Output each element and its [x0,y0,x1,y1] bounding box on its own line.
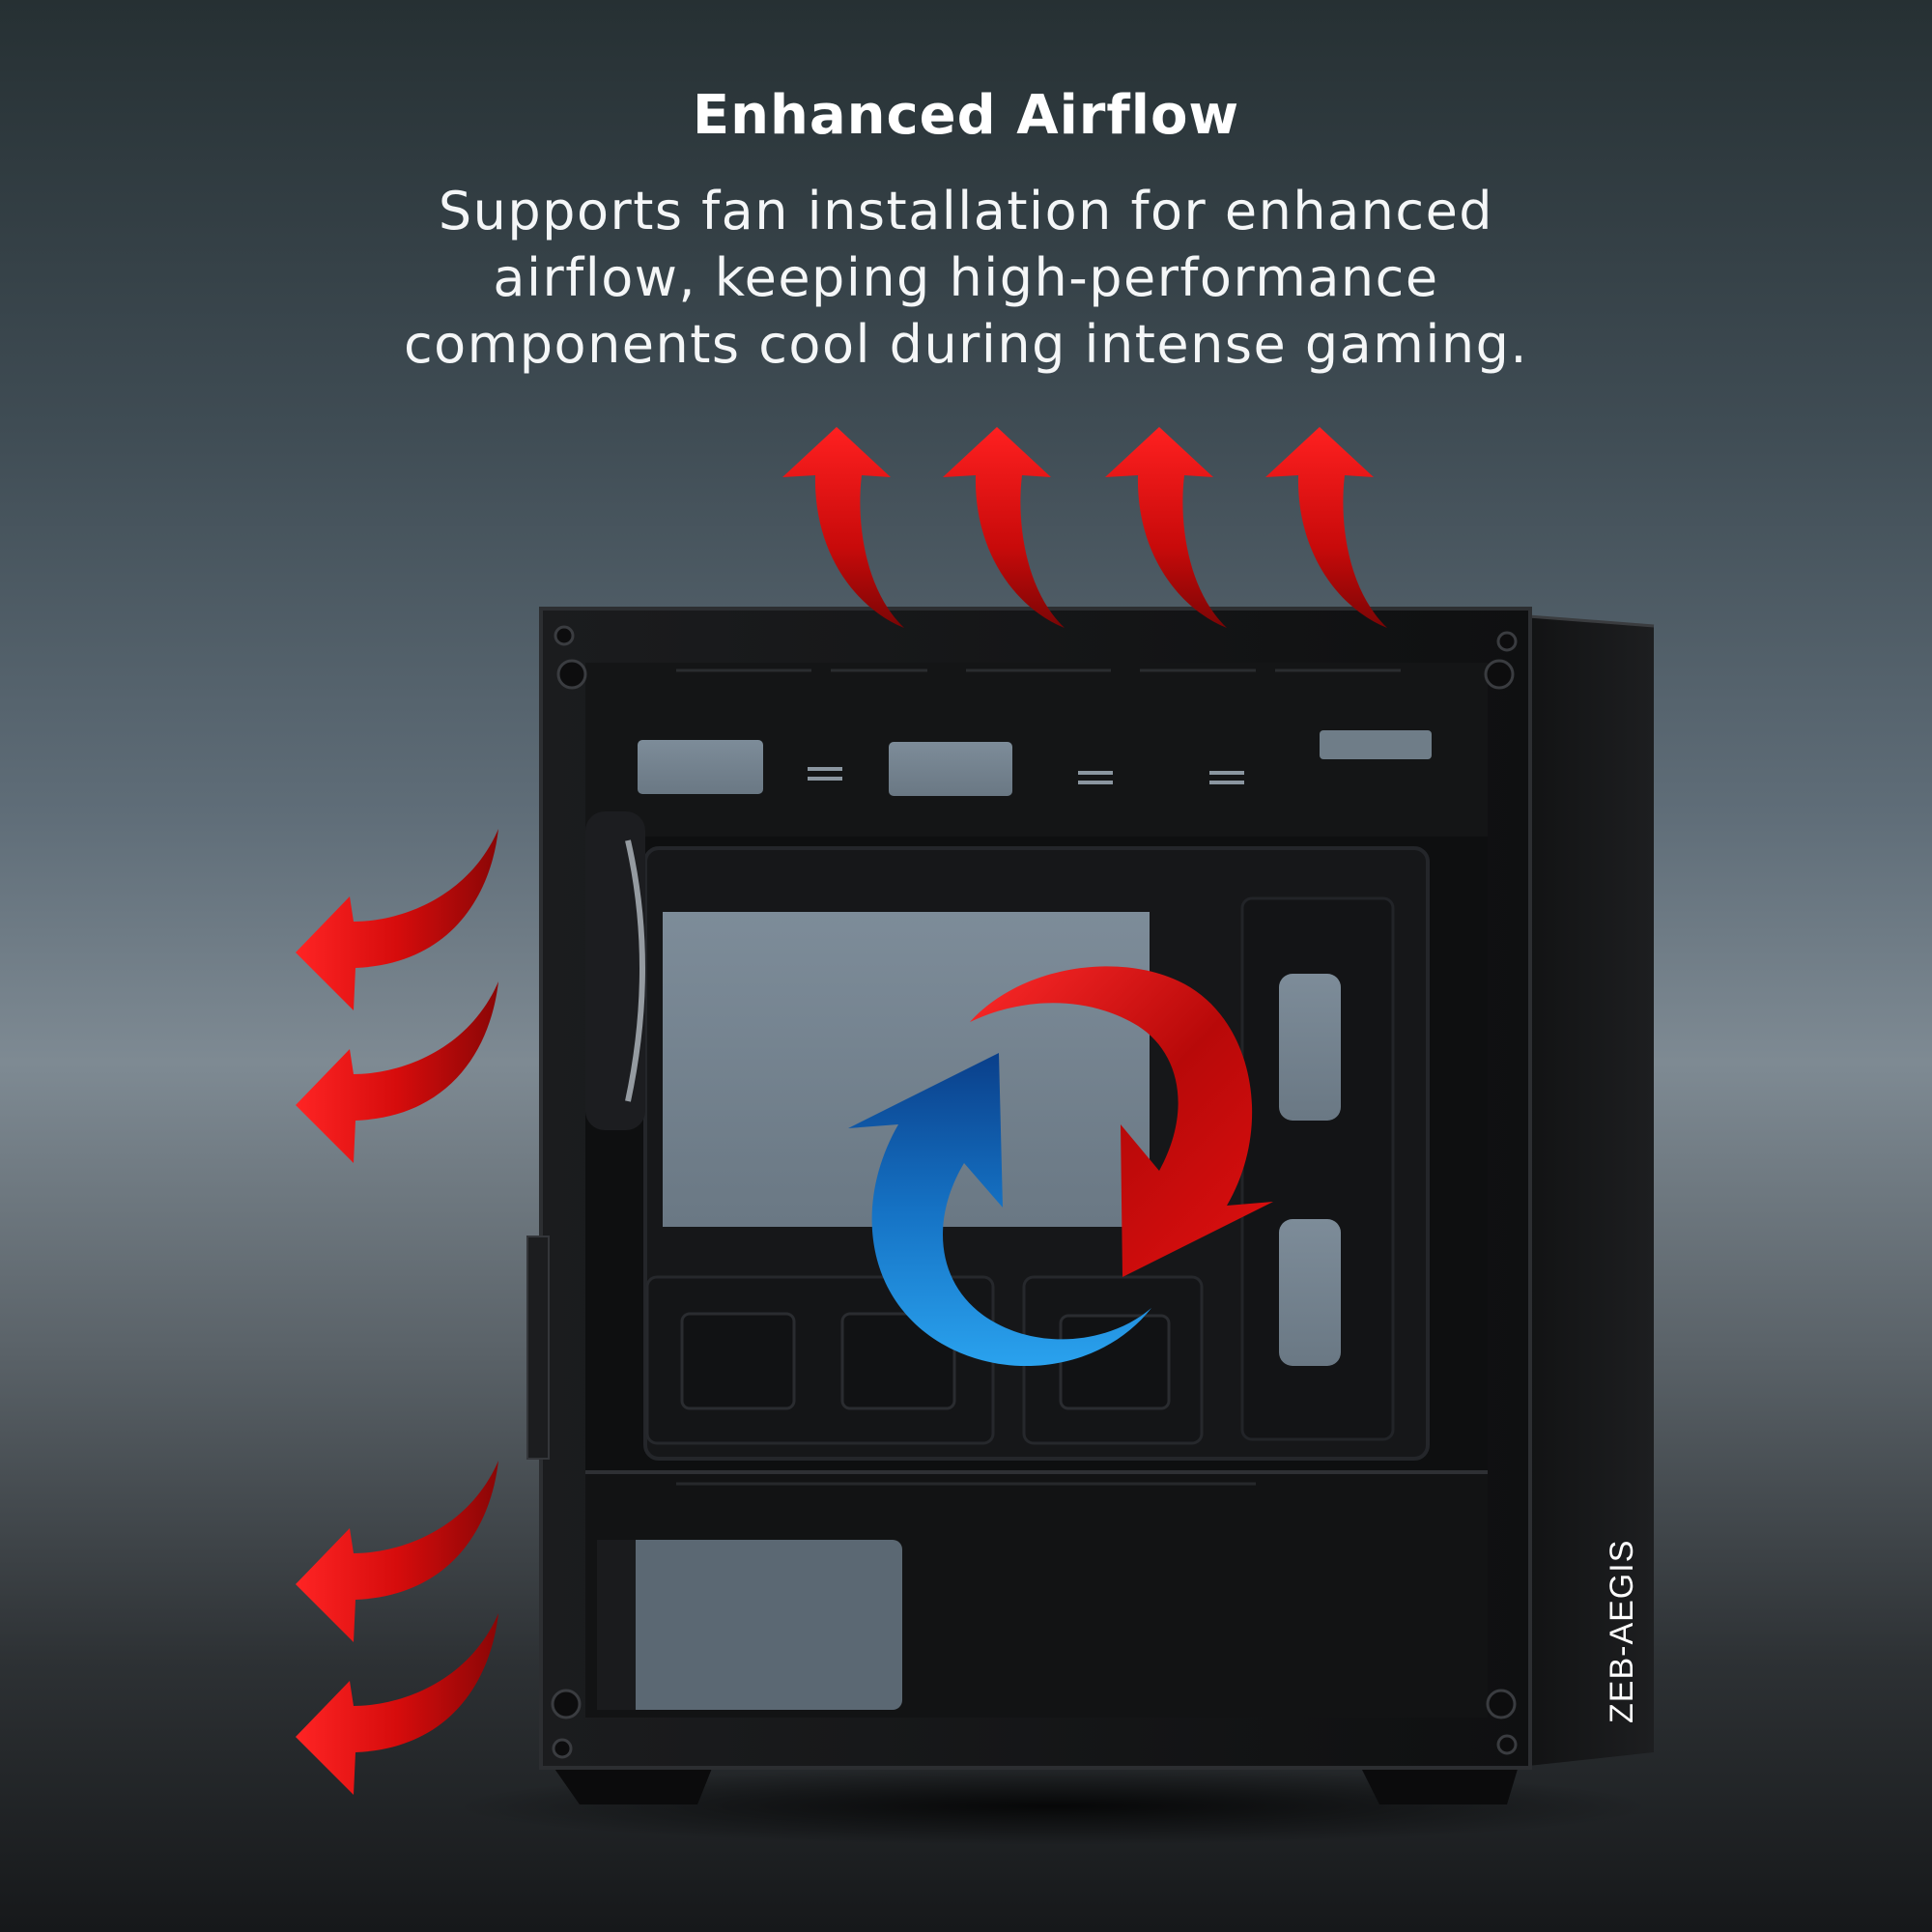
exhaust-arrow-left-icon [296,981,498,1163]
cable-cutout [1279,1219,1341,1366]
circulation-arrows [848,966,1273,1367]
exhaust-arrow-up-icon [943,427,1065,628]
description-line-1: Supports fan installation for enhanced [438,181,1494,242]
side-panel [1528,616,1654,1766]
top-exhaust-arrows [782,427,1387,628]
exhaust-arrow-left-icon [296,829,498,1010]
cool-air-arrow-icon [848,1053,1151,1367]
feature-title: Enhanced Airflow [692,84,1240,147]
exhaust-arrow-up-icon [1265,427,1387,628]
cable-cutout [1279,974,1341,1121]
pc-case: ZEB-AEGIS [526,607,1655,1804]
hot-air-arrow-icon [970,966,1273,1277]
exhaust-arrow-left-icon [296,1613,498,1795]
exhaust-arrow-left-icon [296,1461,498,1642]
description-line-2: airflow, keeping high-performance [493,247,1439,308]
psu-window [597,1540,902,1710]
description-line-3: components cool during intense gaming. [403,314,1529,375]
brand-label: ZEB-AEGIS [1604,1540,1640,1723]
exhaust-arrow-up-icon [1105,427,1227,628]
rear-fan [585,811,645,1130]
feature-description: Supports fan installation for enhanced a… [338,178,1594,378]
exhaust-arrow-up-icon [782,427,904,628]
side-exhaust-arrows [296,829,498,1795]
top-cutout [889,742,1012,796]
top-cutout [638,740,763,794]
